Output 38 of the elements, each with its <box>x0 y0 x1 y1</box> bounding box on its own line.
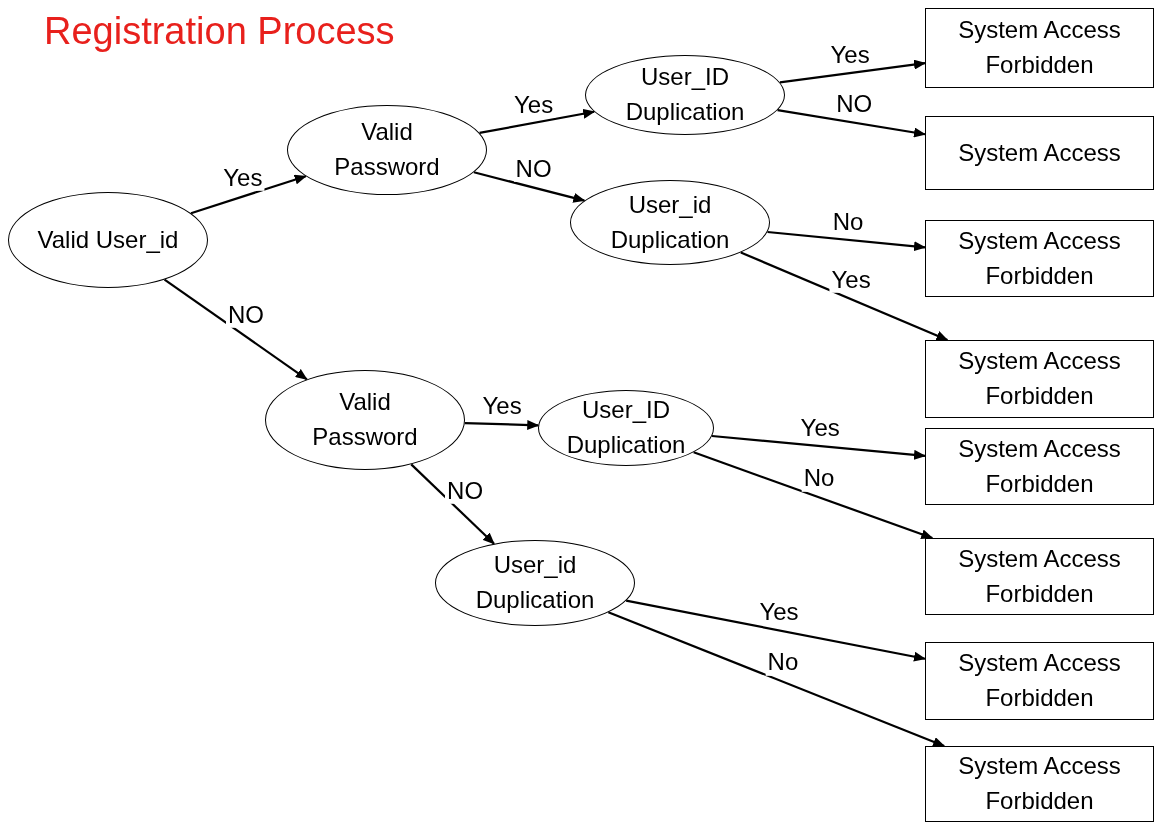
node-label: System Access Forbidden <box>957 433 1122 499</box>
node-label: Valid Password <box>333 117 441 182</box>
node-label: Valid User_id <box>37 224 179 255</box>
outcome-box <box>925 538 1154 615</box>
node-label: System Access Forbidden <box>957 15 1122 80</box>
arrow <box>163 278 308 381</box>
node-label: User_ID Duplication <box>624 62 746 127</box>
arrow <box>473 171 586 203</box>
arrow <box>410 463 495 545</box>
outcome-box <box>925 746 1154 822</box>
arrow <box>777 109 926 138</box>
node-label: User_id Duplication <box>609 189 731 255</box>
outcome-box <box>925 220 1154 297</box>
node-label: User_ID Duplication <box>565 395 687 460</box>
arrow <box>625 599 926 662</box>
outcome-box <box>925 116 1154 190</box>
arrow <box>740 251 949 341</box>
arrow <box>190 174 307 215</box>
arrow <box>607 611 946 748</box>
node-label: Valid Password <box>311 387 419 452</box>
outcome-box <box>925 642 1154 720</box>
node-label: System Access Forbidden <box>957 648 1122 713</box>
node-label: System Access Forbidden <box>957 225 1122 291</box>
arrow <box>479 108 596 134</box>
arrow <box>779 59 926 84</box>
node-label: User_id Duplication <box>474 550 596 615</box>
node-label: System Access <box>958 137 1121 168</box>
node-label: System Access Forbidden <box>957 346 1122 411</box>
diagram-title: Registration Process <box>44 10 395 53</box>
outcome-box <box>925 340 1154 418</box>
outcome-box <box>925 428 1154 505</box>
node-label: System Access Forbidden <box>957 751 1122 816</box>
outcome-box <box>925 8 1154 88</box>
arrow <box>693 451 934 540</box>
node-label: System Access Forbidden <box>957 543 1122 609</box>
arrow <box>711 434 926 460</box>
arrow <box>767 230 926 252</box>
arrow <box>464 419 540 430</box>
